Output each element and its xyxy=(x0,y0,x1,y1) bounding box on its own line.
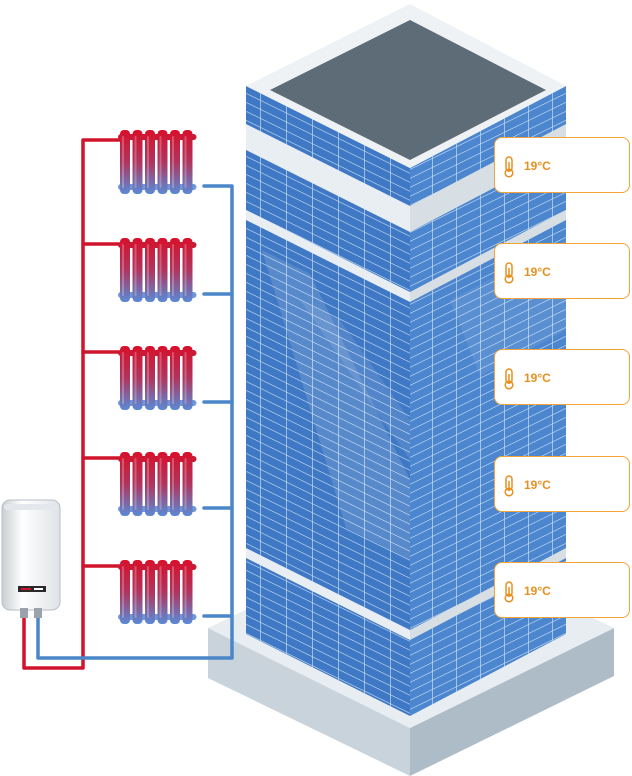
temperature-value: 19°C xyxy=(524,584,551,598)
temperature-value: 19°C xyxy=(524,371,551,385)
temperature-card: 19°C xyxy=(494,349,630,405)
radiator-fin xyxy=(170,130,180,194)
radiator-icon xyxy=(118,560,197,624)
radiator-fin xyxy=(182,346,193,410)
radiator-fin xyxy=(170,452,180,516)
hot-water-pipes xyxy=(22,138,126,670)
radiator-fin xyxy=(170,346,180,410)
thermometer-icon xyxy=(504,262,514,284)
office-tower-icon xyxy=(208,4,614,776)
thermometer-icon xyxy=(504,475,514,497)
radiator-fin xyxy=(132,346,143,410)
radiator-icon xyxy=(118,452,197,516)
radiator-icon xyxy=(118,238,197,302)
radiator-fin xyxy=(145,346,155,410)
radiator-fin xyxy=(157,130,168,194)
radiator-fin xyxy=(145,560,155,624)
radiator-fin xyxy=(120,130,130,194)
radiator-fin xyxy=(132,560,143,624)
radiator-fin xyxy=(182,238,193,302)
radiator-fin xyxy=(170,560,180,624)
radiator-fin xyxy=(182,452,193,516)
radiator-fin xyxy=(145,452,155,516)
radiator-fin xyxy=(170,238,180,302)
radiator-fin xyxy=(120,346,130,410)
radiator-fin xyxy=(132,238,143,302)
radiator-fin xyxy=(182,130,193,194)
radiator-fin xyxy=(120,560,130,624)
radiator-group xyxy=(118,130,197,624)
thermometer-icon xyxy=(504,368,514,390)
radiator-fin xyxy=(120,452,130,516)
radiator-icon xyxy=(118,346,197,410)
boiler-display xyxy=(18,586,46,592)
temperature-value: 19°C xyxy=(524,159,551,173)
building-base-left xyxy=(208,628,410,776)
temperature-card: 19°C xyxy=(494,243,630,299)
temperature-value: 19°C xyxy=(524,265,551,279)
return-water-pipes xyxy=(36,184,234,660)
radiator-fin xyxy=(157,346,168,410)
temperature-value: 19°C xyxy=(524,478,551,492)
temperature-card: 19°C xyxy=(494,456,630,512)
roof-top xyxy=(270,20,546,160)
radiator-fin xyxy=(145,238,155,302)
thermometer-icon xyxy=(504,581,514,603)
radiator-fin xyxy=(132,130,143,194)
thermometer-icon xyxy=(504,156,514,178)
radiator-fin xyxy=(120,238,130,302)
radiator-fin xyxy=(132,452,143,516)
temperature-card: 19°C xyxy=(494,137,630,193)
water-heater-icon xyxy=(1,499,61,618)
radiator-fin xyxy=(182,560,193,624)
radiator-icon xyxy=(118,130,197,194)
building-base-right xyxy=(410,628,614,776)
radiator-fin xyxy=(157,452,168,516)
radiator-fin xyxy=(157,238,168,302)
radiator-fin xyxy=(157,560,168,624)
temperature-card: 19°C xyxy=(494,562,630,618)
radiator-fin xyxy=(145,130,155,194)
